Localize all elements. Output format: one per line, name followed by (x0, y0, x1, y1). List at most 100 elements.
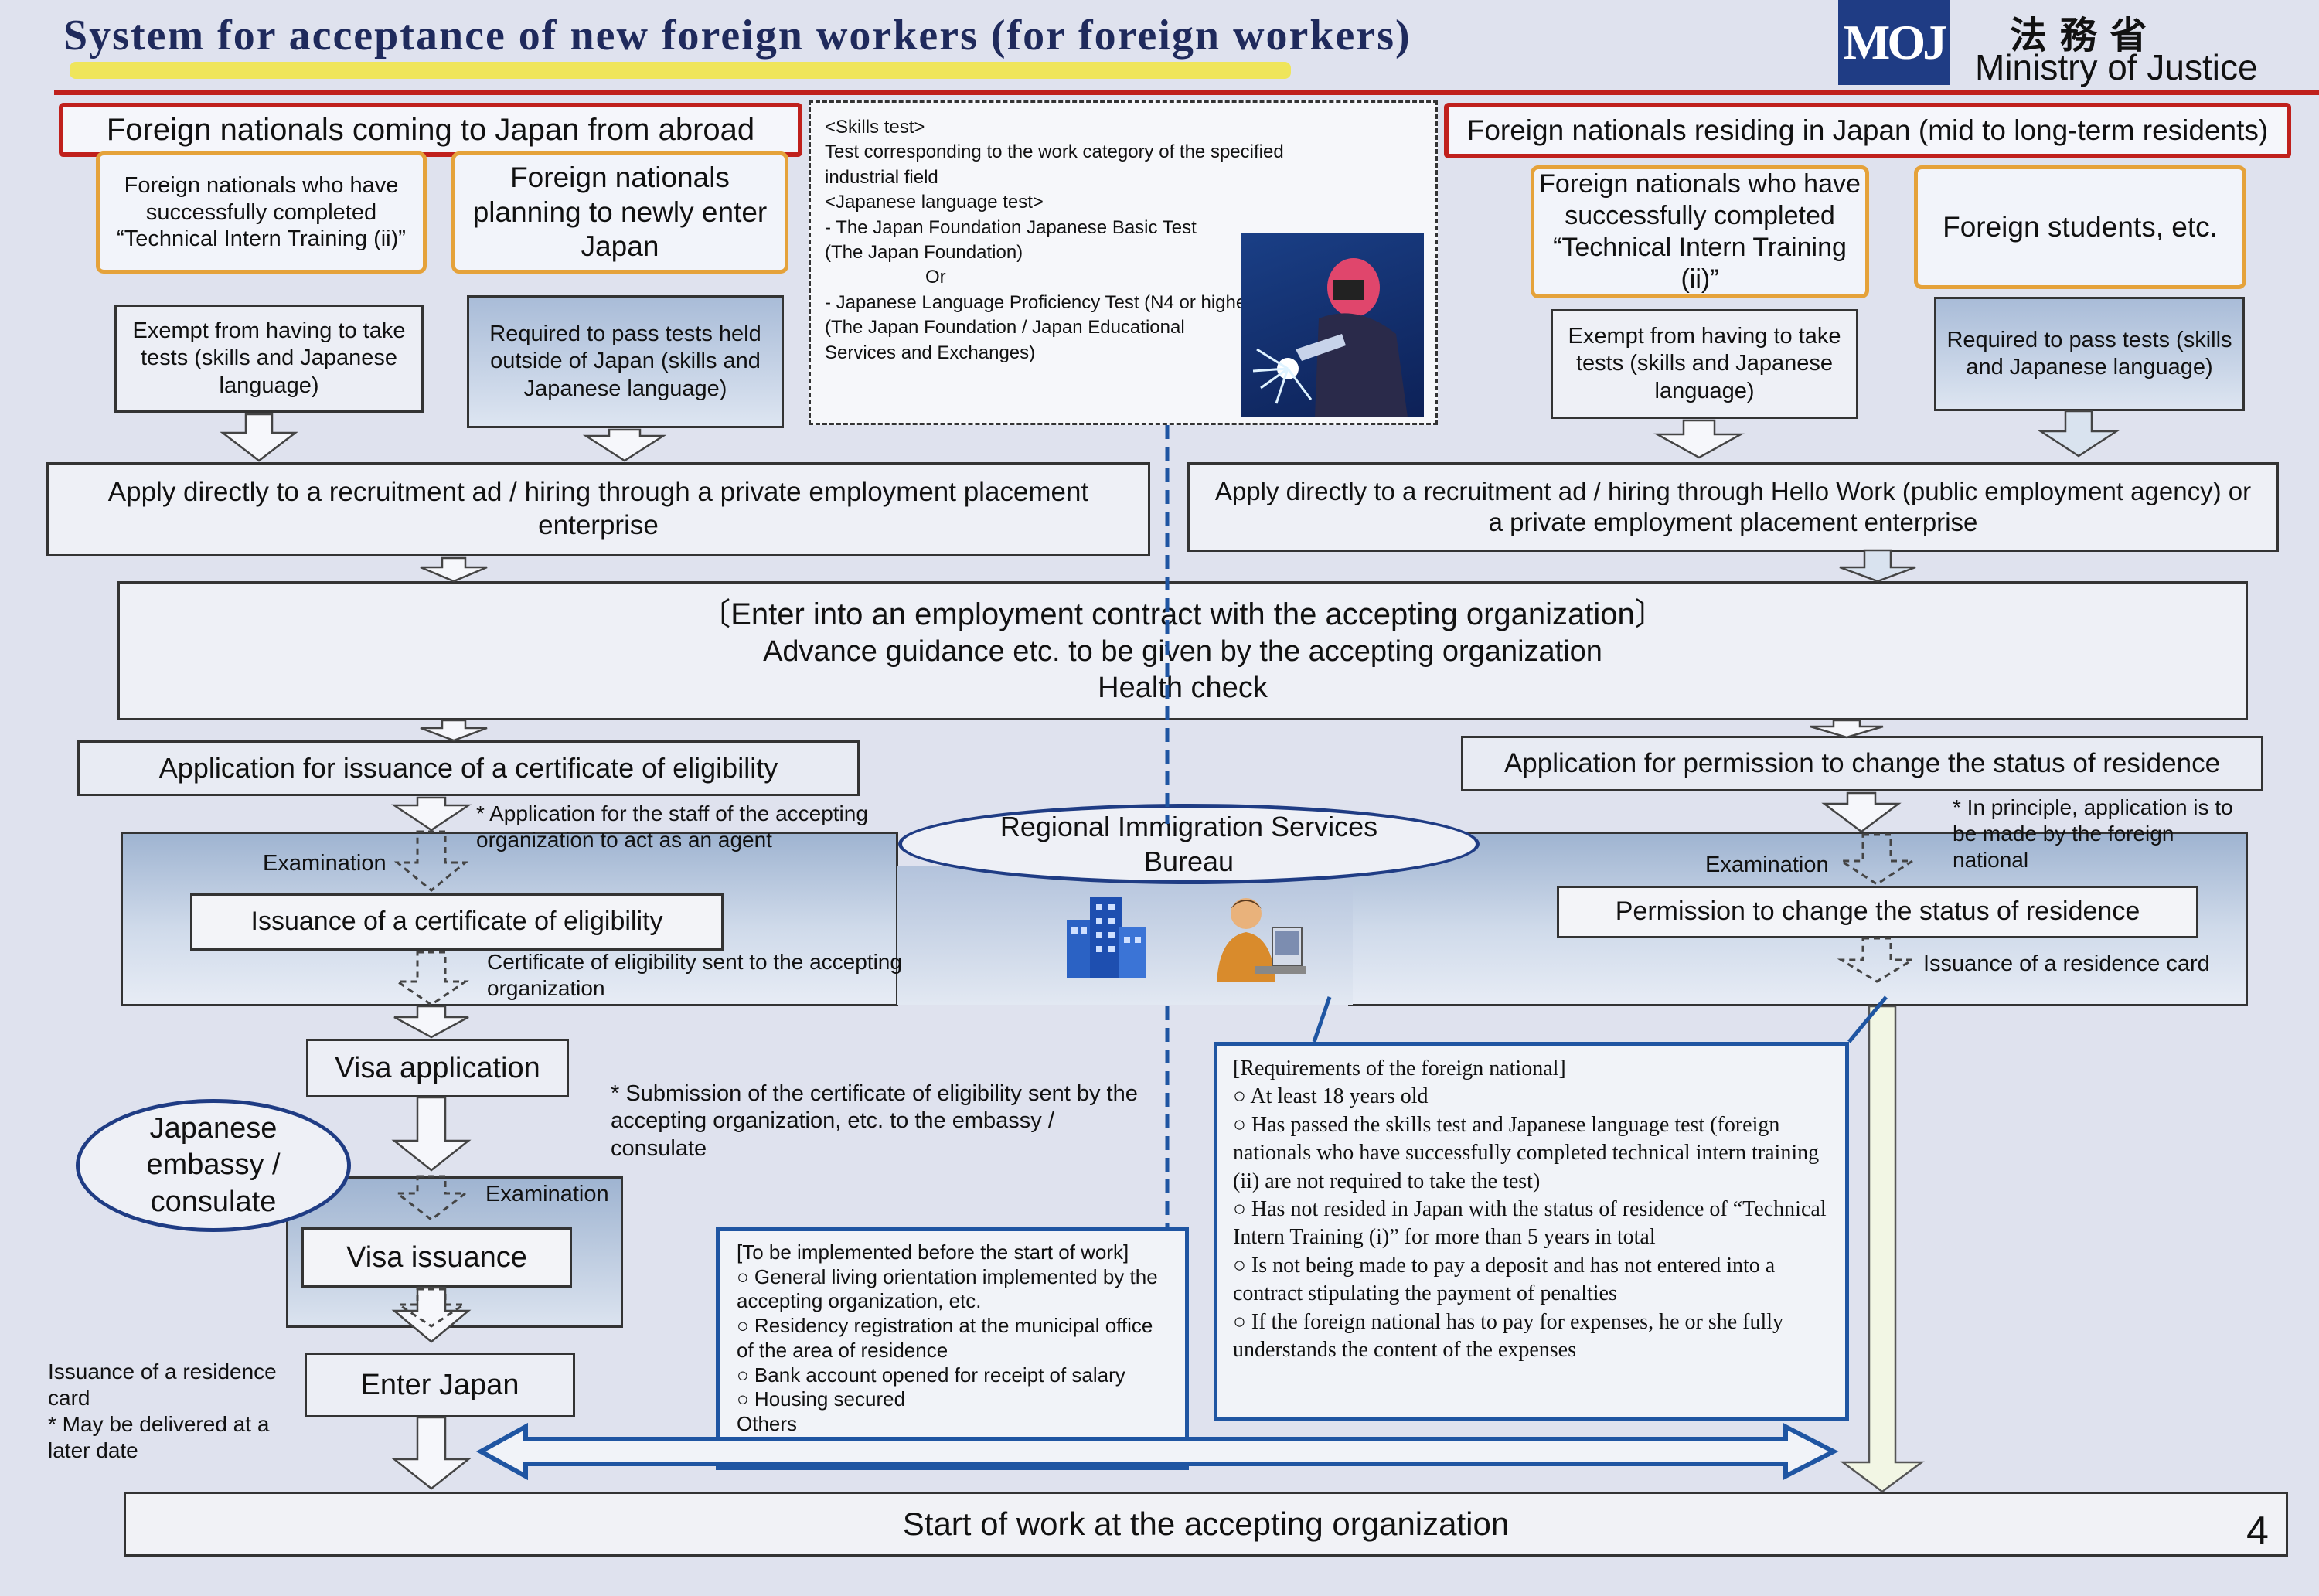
japanese-embassy-consulate: Japanese embassy / consulate (76, 1099, 351, 1232)
left-col1-label-text: Foreign nationals who have successfully … (117, 172, 406, 252)
before-work-line: ○ Housing secured (737, 1387, 906, 1411)
requirements-line: ○ If the foreign national has to pay for… (1233, 1309, 1784, 1362)
before-work-line: [To be implemented before the start of w… (737, 1240, 1129, 1264)
arrow-down (1821, 791, 1902, 833)
left-col2-label-text: Foreign nationals planning to newly ente… (472, 162, 768, 263)
dashed-arrow-down (1837, 937, 1917, 983)
arrow-down (391, 1096, 472, 1172)
left-col1-requirement: Exempt from having to take tests (skills… (114, 305, 424, 413)
arrow-down (391, 1416, 472, 1490)
dashed-arrow-down (1837, 833, 1917, 886)
left-col2-label: Foreign nationals planning to newly ente… (451, 151, 788, 274)
visa-issuance-box: Visa issuance (301, 1227, 572, 1288)
right-col2-label-text: Foreign students, etc. (1943, 210, 2218, 243)
dashed-arrow-down (393, 1175, 469, 1221)
tests-line: Or (925, 267, 946, 288)
left-group-heading-text: Foreign nationals coming to Japan from a… (106, 112, 755, 147)
title-highlight (70, 62, 1291, 79)
bureau-text: Regional Immigration Services Bureau (999, 811, 1378, 877)
arrow-down (1653, 419, 1745, 459)
left-col2-requirement-text: Required to pass tests held outside of J… (489, 321, 761, 401)
contract-box: 〔Enter into an employment contract with … (117, 581, 2248, 720)
arrow-down (420, 556, 488, 583)
contract-line: Health check (1098, 672, 1268, 704)
left-col2-requirement: Required to pass tests held outside of J… (467, 295, 784, 428)
right-col1-label-text: Foreign nationals who have successfully … (1539, 169, 1861, 294)
tests-line: <Skills test> (825, 117, 925, 138)
coe-sent-note: Certificate of eligibility sent to the a… (487, 950, 902, 1001)
agent-note: * Application for the staff of the accep… (476, 801, 868, 852)
left-group-heading: Foreign nationals coming to Japan from a… (59, 103, 802, 157)
coe-issuance-text: Issuance of a certificate of eligibility (250, 907, 663, 937)
left-col1-requirement-text: Exempt from having to take tests (skills… (132, 318, 406, 398)
visa-application-text: Visa application (335, 1051, 540, 1084)
welder-illustration (1241, 233, 1424, 417)
right-group-heading-text: Foreign nationals residing in Japan (mid… (1466, 114, 2269, 146)
arrow-down (391, 1286, 472, 1343)
requirements-connector-right (1847, 995, 1888, 1043)
dashed-arrow-down (395, 1288, 468, 1328)
moj-logo: MOJ (1838, 0, 1950, 85)
double-arrow (475, 1422, 1839, 1481)
tests-line: (The Japan Foundation / Japan Educationa… (825, 317, 1185, 363)
before-work-line: ○ Bank account opened for receipt of sal… (737, 1363, 1125, 1387)
arrow-down (1839, 549, 1916, 583)
coe-issuance-box: Issuance of a certificate of eligibility (190, 893, 724, 951)
right-col2-requirement-text: Required to pass tests (skills and Japan… (1946, 327, 2232, 379)
start-work-text: Start of work at the accepting organizat… (902, 1506, 1510, 1543)
dashed-arrow-down (393, 830, 469, 892)
left-col1-label: Foreign nationals who have successfully … (96, 151, 427, 274)
principle-note: * In principle, application is to be mad… (1953, 795, 2233, 873)
examination-right: Examination (1705, 852, 1829, 877)
coe-application-box: Application for issuance of a certificat… (77, 740, 860, 796)
coe-application-text: Application for issuance of a certificat… (158, 752, 778, 784)
residence-card-left-note: Issuance of a residence card * May be de… (48, 1359, 277, 1463)
header-rule (54, 90, 2319, 95)
arrow-down (393, 1005, 469, 1039)
visa-issuance-text: Visa issuance (346, 1240, 527, 1274)
apply-left-text: Apply directly to a recruitment ad / hir… (107, 477, 1089, 540)
requirements-line: ○ Has not resided in Japan with the stat… (1233, 1196, 1827, 1250)
enter-japan-text: Enter Japan (360, 1368, 519, 1401)
arrow-down-long (1840, 1005, 1925, 1493)
change-application-text: Application for permission to change the… (1503, 747, 2221, 778)
ministry-name-jp: 法 務 省 (2010, 14, 2147, 57)
right-col1-requirement-text: Exempt from having to take tests (skills… (1568, 323, 1841, 403)
building-icon (1059, 889, 1152, 982)
arrow-down (582, 428, 667, 462)
ministry-name-en: Ministry of Justice (1975, 47, 2258, 87)
enter-japan-box: Enter Japan (305, 1353, 575, 1417)
arrow-down (390, 796, 472, 832)
right-col1-label: Foreign nationals who have successfully … (1531, 165, 1869, 298)
before-work-line: ○ General living orientation implemented… (737, 1264, 1158, 1313)
right-col2-label: Foreign students, etc. (1914, 165, 2246, 289)
requirements-line: ○ At least 18 years old (1233, 1084, 1429, 1109)
arrow-down (2037, 410, 2120, 458)
arrow-down (1810, 719, 1884, 739)
officer-icon (1209, 889, 1309, 989)
contract-line: 〔Enter into an employment contract with … (700, 597, 1666, 631)
before-work-panel: [To be implemented before the start of w… (716, 1227, 1189, 1470)
tests-line: - Japanese Language Proficiency Test (N4… (825, 291, 1259, 313)
apply-right-text: Apply directly to a recruitment ad / hir… (1214, 476, 2252, 536)
before-work-line: Others (737, 1412, 798, 1436)
dashed-arrow-down (393, 951, 469, 1006)
embassy-text: Japanese embassy / consulate (146, 1111, 281, 1218)
requirements-panel: [Requirements of the foreign national] ○… (1214, 1042, 1849, 1421)
start-work-box: Start of work at the accepting organizat… (124, 1492, 2288, 1557)
tests-line: - The Japan Foundation Japanese Basic Te… (825, 216, 1197, 238)
right-col1-requirement: Exempt from having to take tests (skills… (1551, 309, 1858, 419)
requirements-connector (1312, 996, 1332, 1043)
right-group-heading: Foreign nationals residing in Japan (mid… (1444, 103, 2291, 158)
requirements-line: [Requirements of the foreign national] (1233, 1057, 1566, 1080)
apply-right-box: Apply directly to a recruitment ad / hir… (1187, 462, 2279, 552)
permission-change-box: Permission to change the status of resid… (1557, 886, 2198, 938)
submission-note: * Submission of the certificate of eligi… (611, 1081, 1138, 1161)
visa-application-box: Visa application (306, 1039, 569, 1097)
regional-immigration-bureau: Regional Immigration Services Bureau (898, 804, 1480, 884)
apply-left-box: Apply directly to a recruitment ad / hir… (46, 462, 1150, 556)
residence-card-right-note: Issuance of a residence card (1923, 951, 2210, 976)
arrow-down (220, 413, 298, 462)
arrow-down (420, 719, 488, 742)
right-col2-requirement: Required to pass tests (skills and Japan… (1934, 297, 2245, 411)
